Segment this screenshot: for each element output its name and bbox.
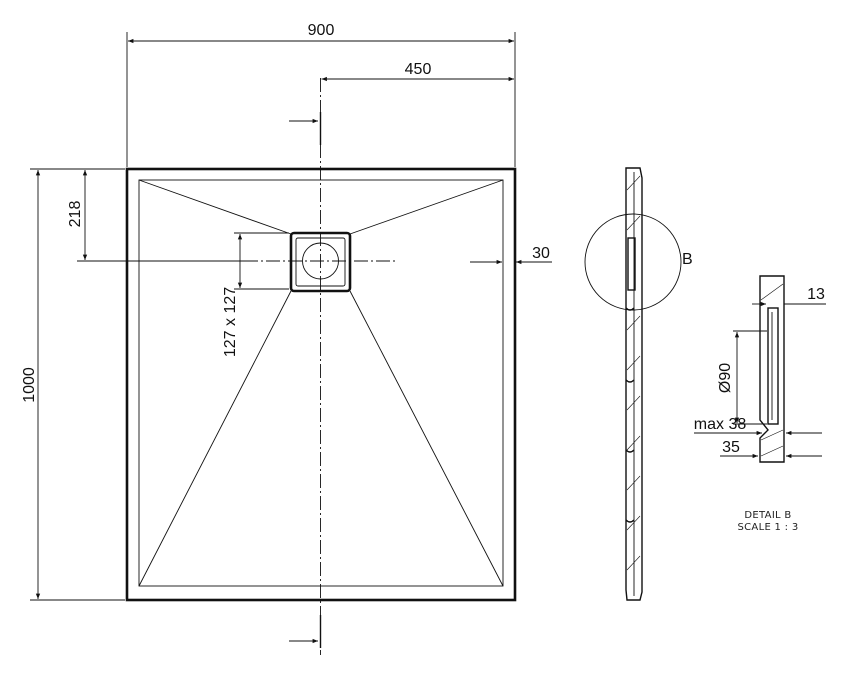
dimension-35: 35 [720,439,822,459]
dim-max38-label: max 38 [694,416,747,433]
section-marker-bottom [289,615,322,648]
dimension-30: 30 [470,245,552,265]
dim-30-label: 30 [532,245,550,262]
detail-drain-pocket [767,307,779,425]
section-marker-top [289,112,322,145]
section-hatch [626,175,641,571]
dim-900-label: 900 [308,22,335,39]
dim-450-label: 450 [405,61,432,78]
side-section: B [584,167,693,601]
section-outline [625,167,643,601]
slope-lines [138,179,504,587]
dimension-max38: max 38 [694,416,822,436]
detail-caption-title: DETAIL B [744,510,791,521]
dimension-450: 450 [321,61,514,82]
dimension-dia90: Ø90 [717,330,767,425]
detail-b-marker: B [682,251,693,268]
dim-dia90-label: Ø90 [717,363,734,393]
dimension-218: 218 [67,170,244,262]
detail-caption-scale: SCALE 1 : 3 [738,522,799,533]
dimension-13: 13 [752,286,826,307]
dim-35-label: 35 [722,439,740,456]
section-drain-pocket [627,237,636,291]
dim-218-label: 218 [67,201,84,228]
dim-13-label: 13 [807,286,825,303]
tray-inner-rim [138,179,504,587]
dimension-900: 900 [126,22,516,167]
detail-b-view: 13 Ø90 max 38 35 DETAIL B SCALE 1 : 3 [694,275,826,533]
dimension-127x127: 127 x 127 [222,232,289,357]
tray-outline [125,167,517,602]
dim-127-label: 127 x 127 [222,287,239,357]
plan-view: 900 450 1000 218 127 x 127 [21,22,552,655]
detail-outline [759,275,785,463]
dimension-1000: 1000 [21,168,125,601]
detail-b-circle [584,213,682,311]
dim-1000-label: 1000 [21,367,38,403]
